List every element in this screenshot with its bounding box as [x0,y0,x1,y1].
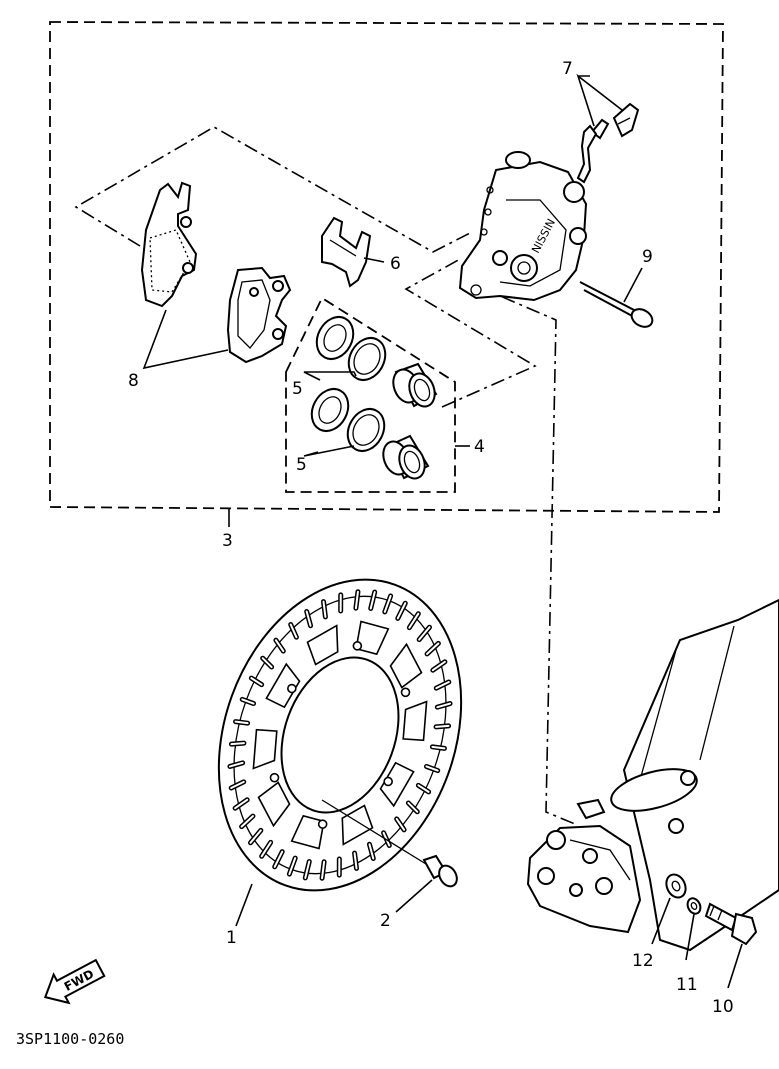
leader-9 [624,268,642,302]
callout-6: 6 [390,254,401,274]
callout-11: 11 [676,975,698,995]
callout-5a: 5 [292,379,303,399]
diagram-code: 3SP1100-0260 [16,1030,124,1048]
disc-bolt-hole [288,685,296,693]
leader-2 [396,880,432,912]
disc-hole-inner [231,743,244,744]
forward-arrow-icon: FWD [38,954,108,1011]
callout-1: 1 [226,928,237,948]
callout-7: 7 [562,59,573,79]
leader-1 [236,884,252,926]
callout-8: 8 [128,371,139,391]
disc-bolt-hole [270,774,278,782]
front-fork [528,600,779,950]
piston-2 [379,436,429,482]
pad-clip [322,218,370,286]
brake-pad-rear [228,268,290,362]
piston-1 [389,364,439,410]
brake-disc [177,545,503,924]
callout-9: 9 [642,247,653,267]
callout-5b: 5 [296,455,307,475]
bleed-screw [578,104,638,182]
caliper-mount-line [477,286,575,824]
brake-caliper: NISSIN [460,152,586,300]
callout-3: 3 [222,531,233,551]
leader-5b [304,446,354,456]
disc-hole-inner [436,726,449,727]
callout-2: 2 [380,911,391,931]
leader-5a [304,372,356,380]
disc-bolt-hole [319,820,327,828]
callout-4: 4 [474,437,485,457]
pad-assembly-line [76,127,472,252]
leader-10 [728,944,742,988]
callout-10: 10 [712,997,734,1017]
disc-bolt-hole [384,777,392,785]
disc-bolt-hole [353,642,361,650]
disc-bolt-hole [402,688,410,696]
leader-8 [144,310,228,368]
brake-pad-front [142,183,196,306]
caliper-bolt [580,282,656,330]
callout-12: 12 [632,951,654,971]
